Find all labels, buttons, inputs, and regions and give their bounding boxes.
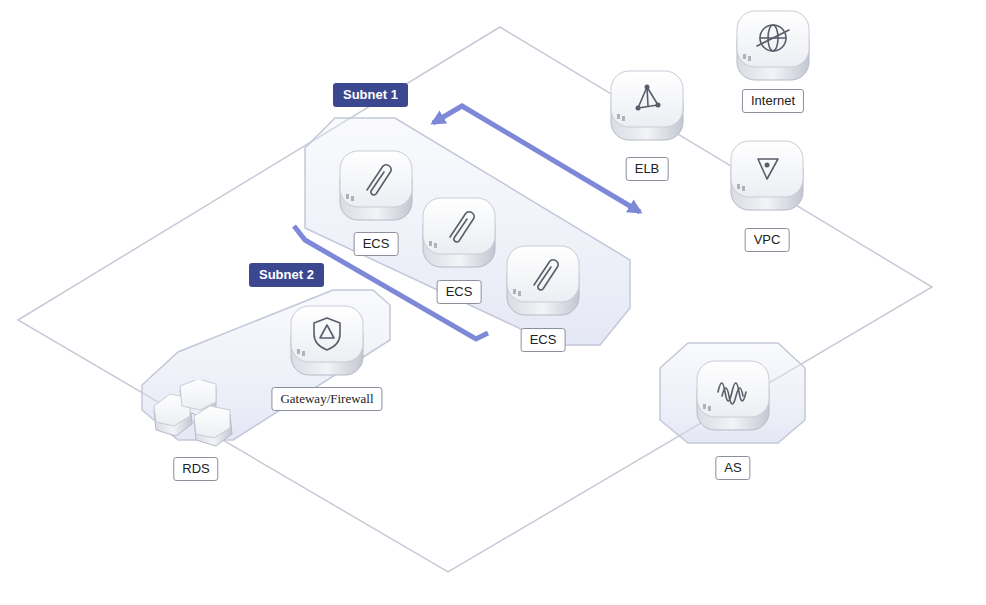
service-node: ECS (338, 148, 414, 254)
service-label: ECS (521, 328, 566, 352)
vpc-region-outline (18, 27, 932, 572)
service-label: ELB (626, 157, 669, 181)
service-icon (736, 10, 810, 86)
subnet-band: AS (658, 340, 808, 482)
service-label: ECS (437, 280, 482, 304)
subnet-heading: Subnet 2 (249, 263, 324, 287)
service-icon (339, 150, 413, 226)
service-label: RDS (173, 457, 218, 481)
service-icon (610, 70, 684, 146)
service-label: VPC (745, 228, 790, 252)
service-label: Internet (742, 89, 804, 113)
service-icon (290, 305, 364, 381)
service-icon (506, 245, 580, 321)
subnet-band: Subnet 2Gateway/FirewallRDS (138, 290, 393, 484)
band-shape (142, 290, 390, 440)
subnet-heading: Subnet 1 (333, 83, 408, 107)
service-icon (696, 360, 770, 436)
service-icon (150, 380, 242, 456)
service-label: ECS (354, 232, 399, 256)
band-shape (660, 343, 805, 443)
service-node: RDS (150, 378, 242, 481)
service-node: ELB (606, 68, 688, 182)
service-label: AS (715, 456, 750, 480)
service-node: Gateway/Firewall (262, 303, 392, 411)
service-label: Gateway/Firewall (271, 387, 382, 411)
service-node: ECS (421, 195, 497, 302)
service-node: VPC (728, 138, 806, 252)
service-icon (422, 197, 496, 273)
service-node: ECS (505, 243, 581, 350)
service-icon (730, 140, 804, 216)
service-node: Internet (733, 8, 813, 112)
